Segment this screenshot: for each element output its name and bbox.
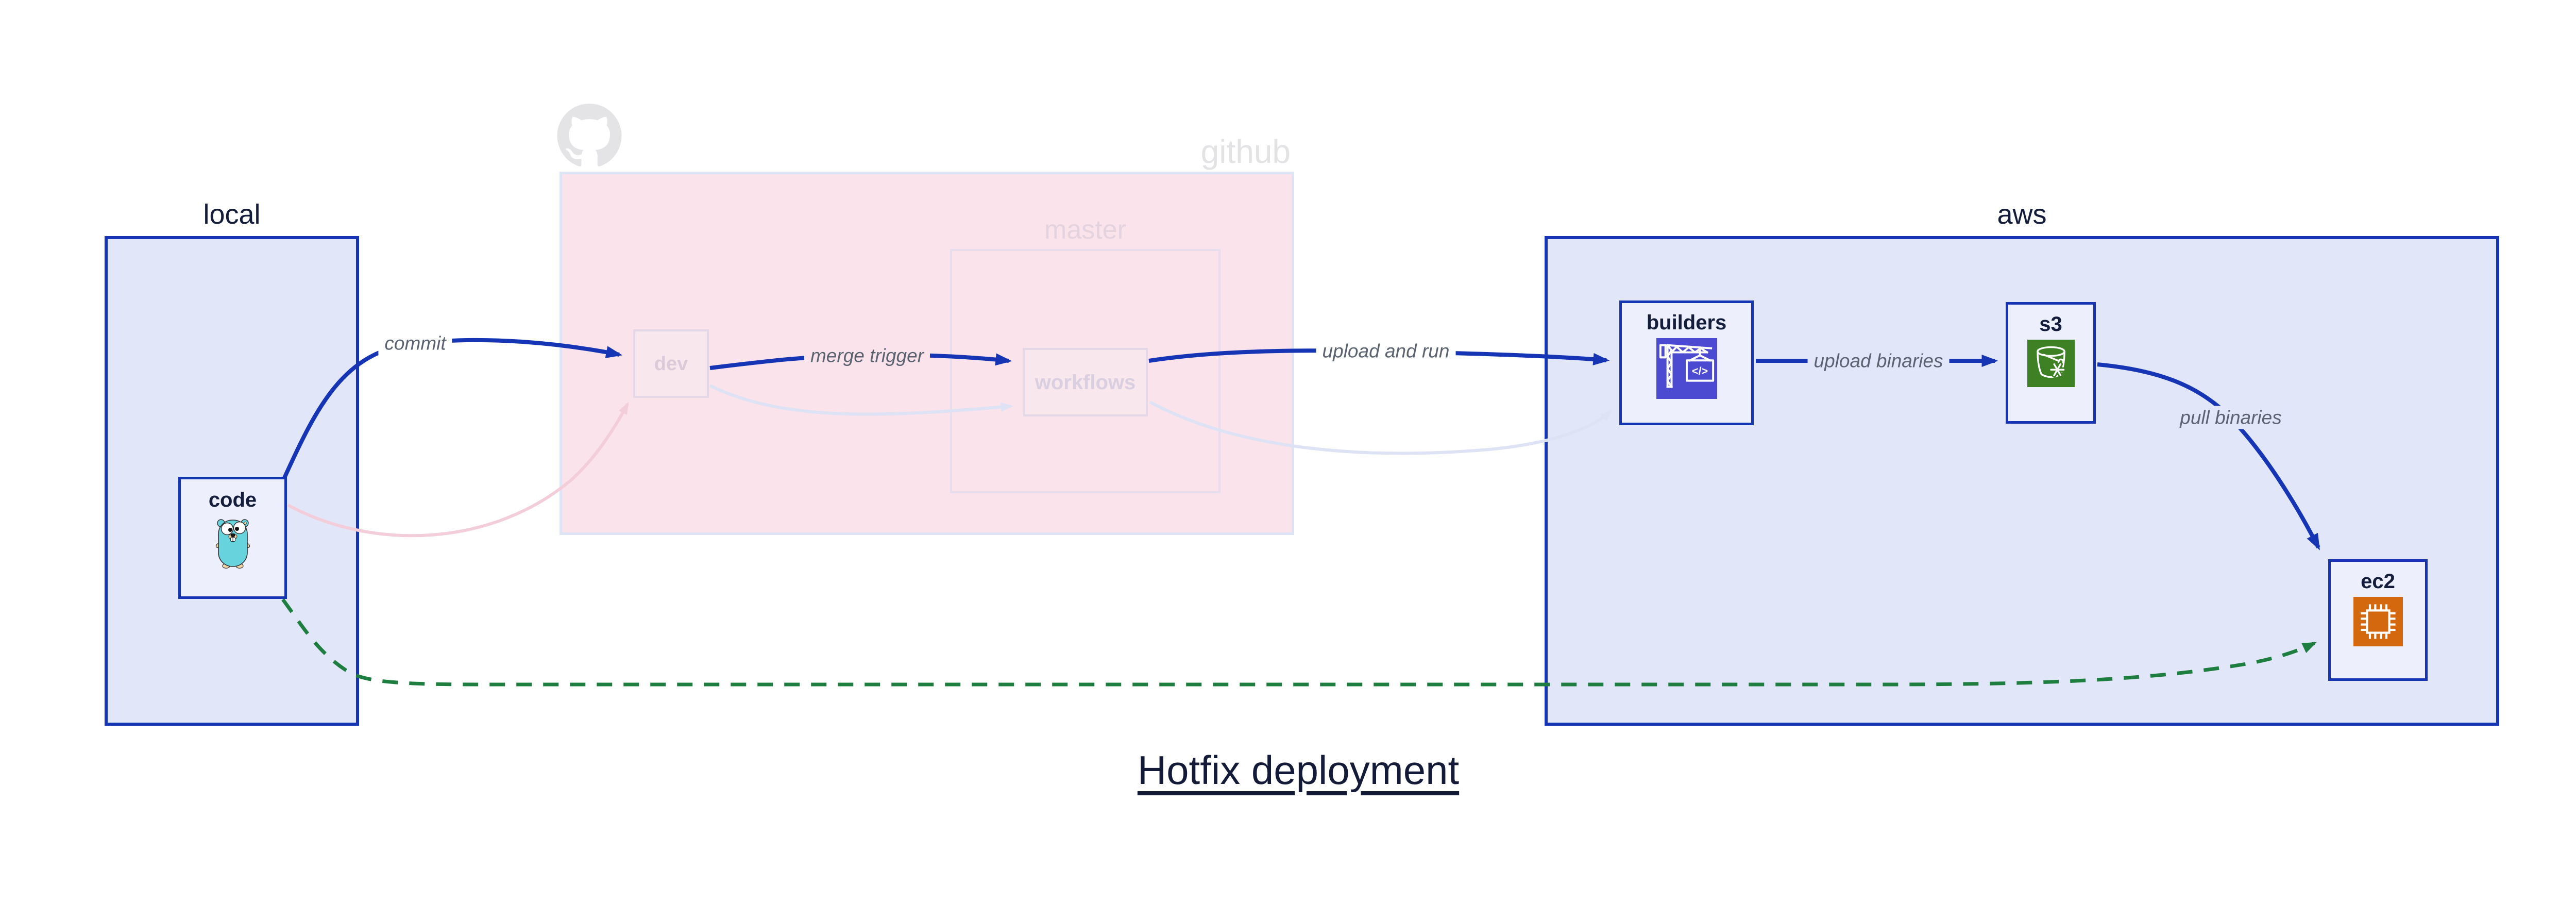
github-octocat-icon: [557, 104, 622, 166]
edge-label-upload-and-run: upload and run: [1316, 339, 1456, 363]
edge-label-merge-trigger: merge trigger: [804, 344, 930, 368]
node-code: code: [178, 477, 287, 599]
s3-label: s3: [2039, 313, 2062, 336]
dev-label: dev: [654, 353, 688, 375]
code-label: code: [208, 489, 257, 511]
diagram-title: Hotfix deployment: [1137, 747, 1460, 793]
node-ec2: ec2: [2328, 559, 2428, 681]
github-label: github: [1200, 133, 1291, 170]
container-master: [950, 249, 1221, 493]
edge-label-commit: commit: [378, 331, 452, 355]
ec2-label: ec2: [2361, 570, 2395, 593]
aws-label: aws: [1997, 199, 2047, 230]
go-gopher-icon: [215, 519, 250, 569]
node-dev: dev: [633, 329, 709, 398]
workflows-label: workflows: [1035, 371, 1136, 394]
master-label: master: [1044, 215, 1126, 245]
node-workflows: workflows: [1023, 348, 1148, 416]
aws-codebuild-crane-icon: </>: [1656, 338, 1717, 399]
codebuild-code-glyph: </>: [1691, 364, 1707, 377]
aws-ec2-chip-icon: [2353, 597, 2403, 646]
edge-label-pull-binaries: pull binaries: [2174, 406, 2288, 429]
edge-label-upload-binaries: upload binaries: [1807, 349, 1950, 373]
builders-label: builders: [1646, 311, 1727, 334]
node-s3: s3: [2006, 302, 2096, 424]
aws-s3-bucket-snowflake-icon: [2027, 340, 2075, 387]
local-label: local: [203, 199, 261, 230]
node-builders: builders </>: [1619, 300, 1754, 425]
